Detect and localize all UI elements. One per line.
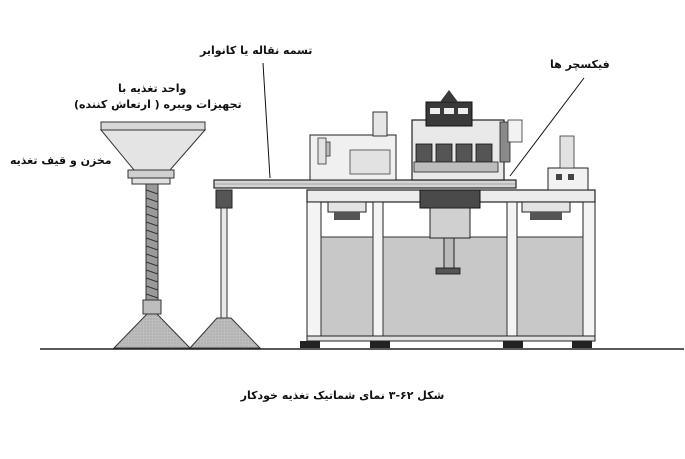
- conveyor-support: [188, 189, 262, 349]
- print-head: [411, 90, 523, 275]
- fixture-carriers: [327, 201, 571, 220]
- label-feeder-line1: واحد تغذیه با: [118, 82, 187, 95]
- label-fixtures: فیکسچر ها: [550, 58, 610, 71]
- label-hopper: مخزن و قیف تغذیه: [10, 154, 112, 167]
- label-feeder-line2: تجهیزات ویبره ( ارتعاش کننده): [74, 98, 242, 111]
- hopper-feeder: [99, 121, 207, 349]
- conveyor-belt: [213, 179, 517, 189]
- control-box: [317, 135, 589, 191]
- figure-caption: شکل ۶۲-۳ نمای شماتیک تغذیه خودکار: [240, 389, 445, 402]
- fixtures-leader-line: [509, 77, 585, 177]
- conveyor-leader-line: [262, 62, 271, 179]
- label-conveyor: تسمه نقاله یا کانوایر: [200, 44, 313, 57]
